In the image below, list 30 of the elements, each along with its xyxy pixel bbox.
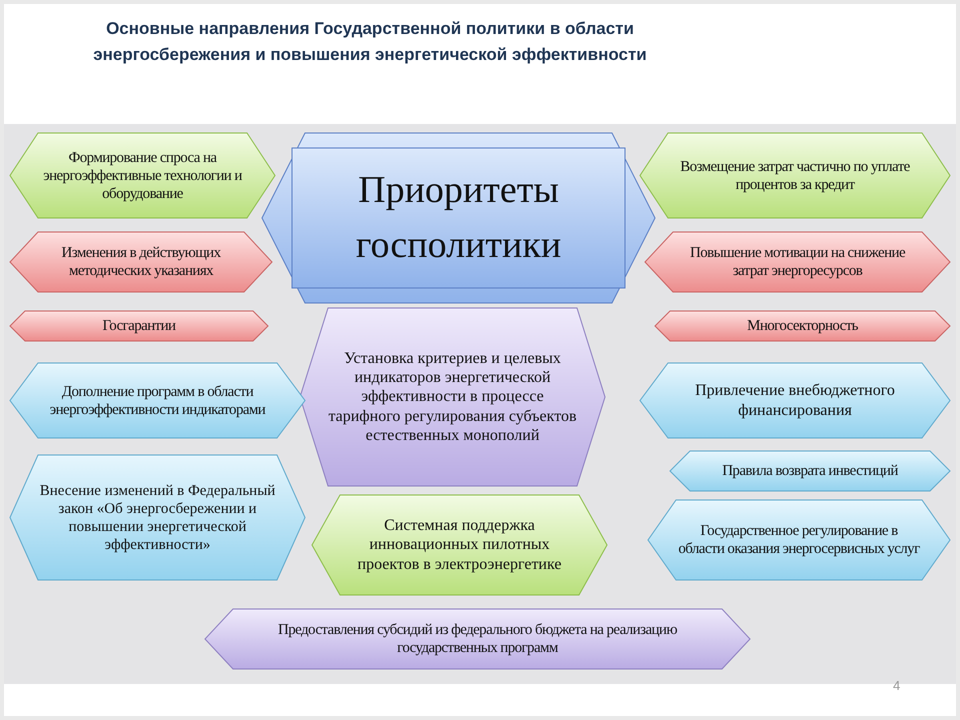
hexagon-node xyxy=(655,311,950,341)
hexagon-node xyxy=(670,451,950,491)
hexagon-node xyxy=(10,455,305,580)
node-label: Изменения в действующих методических указаниях xyxy=(60,244,222,280)
hexagon-node xyxy=(648,500,950,580)
title-box xyxy=(292,148,625,288)
node-label: Государственное регулирование в области оказания энергосервисных услуг xyxy=(677,522,921,558)
node-label: Внесение изменений в Федеральный закон «Об энергосбережении и повышении энергетической эффективности» xyxy=(38,482,276,554)
hexagon-node xyxy=(312,495,607,595)
node-label: Возмещение затрат частично по уплате процентов за кредит xyxy=(679,158,911,194)
hexagon-node xyxy=(640,133,950,218)
node-label: Повышение мотивации на снижение затрат энергоресурсов xyxy=(689,244,906,280)
node-label: Приоритеты госполитики xyxy=(354,168,562,268)
node-label: Предоставления субсидий из федерального бюджета на реализацию государственных программ xyxy=(277,621,678,657)
node-label: Установка критериев и целевых индикаторов энергетической эффективности в процессе тарифного регулирования субъектов естественных монополий xyxy=(327,349,578,445)
slide-title: Основные направления Государственной политики в области энергосбережения и повышения энергетической эффективности xyxy=(92,18,648,66)
hexagon-node xyxy=(300,308,605,486)
node-label: Многосекторность xyxy=(746,317,859,335)
page-number: 4 xyxy=(893,678,900,693)
node-label: Привлечение внебюджетного финансирования xyxy=(694,381,896,420)
node-label: Системная поддержка инновационных пилотных проектов в электроэнергетике xyxy=(356,516,562,574)
hexagon-node xyxy=(10,311,268,341)
hexagon-node xyxy=(205,609,750,669)
hexagon-node xyxy=(10,363,305,438)
hexagon-node xyxy=(640,363,950,438)
node-label: Госгарантии xyxy=(102,317,177,335)
node-label: Формирование спроса на энергоэффективные технологии и оборудование xyxy=(42,148,243,202)
node-label: Правила возврата инвестиций xyxy=(721,462,899,480)
hexagon-node xyxy=(645,232,950,292)
node-label: Дополнение программ в области энергоэффективности индикаторами xyxy=(48,382,266,418)
